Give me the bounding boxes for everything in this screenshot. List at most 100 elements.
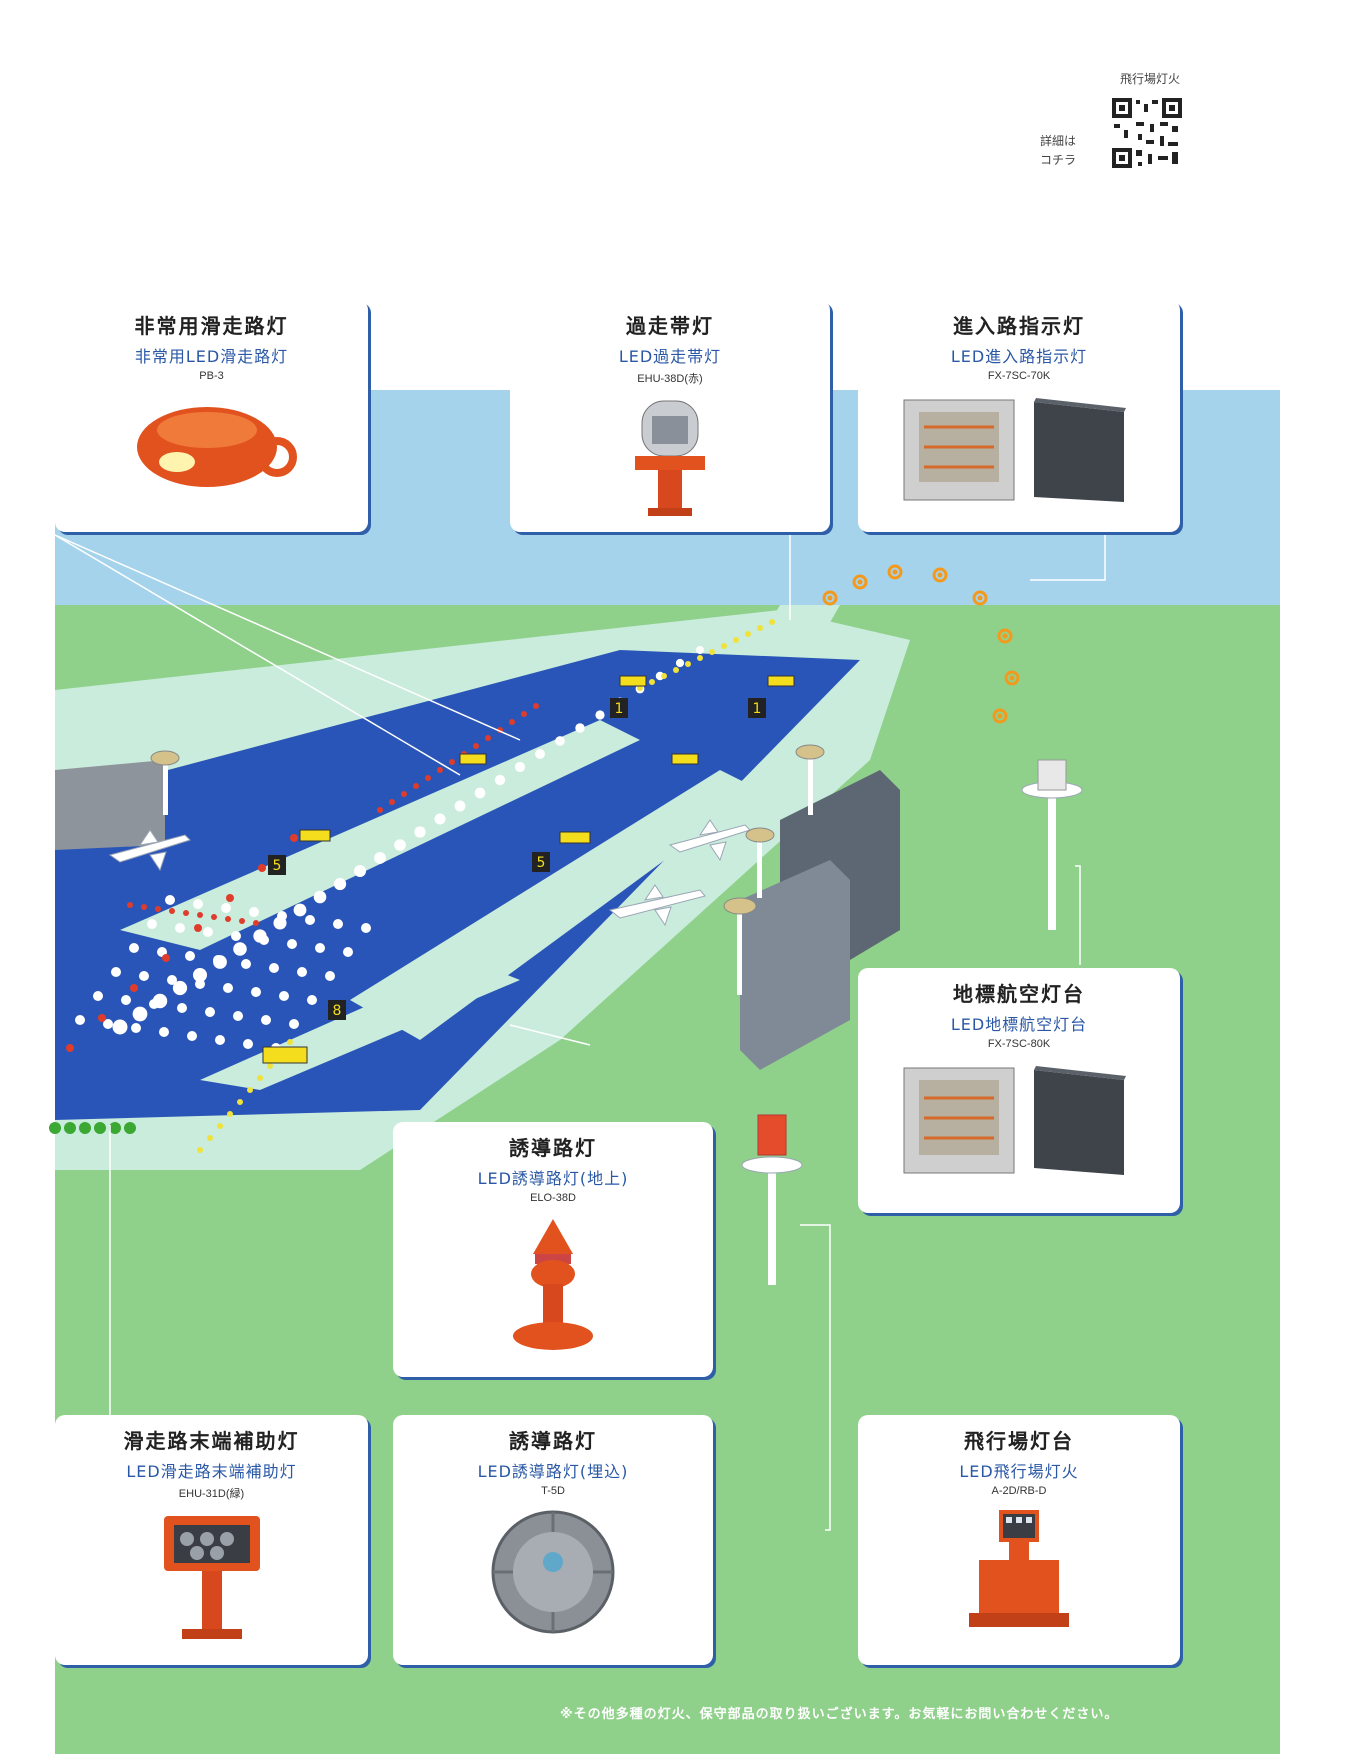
card-emergency-runway[interactable]: 非常用滑走路灯 非常用LED滑走路灯 PB-3: [55, 300, 368, 532]
sign-board: [610, 698, 628, 718]
runway-light-dot: [223, 983, 233, 993]
card-title: 誘導路灯: [509, 1429, 597, 1453]
card-overrun[interactable]: 過走帯灯 LED過走帯灯 EHU-38D(赤): [510, 300, 830, 532]
sign-board: [532, 852, 550, 872]
runway-light-dot: [64, 1122, 76, 1134]
card-subtitle: LED滑走路末端補助灯: [126, 1462, 297, 1481]
card-subtitle: LED誘導路灯(埋込): [477, 1462, 629, 1481]
runway-light-dot: [733, 637, 739, 643]
runway-light-dot: [221, 903, 231, 913]
runway-light-dot: [243, 1039, 253, 1049]
runway-light-dot: [215, 1035, 225, 1045]
runway-extension: [760, 605, 840, 640]
card-runway-end[interactable]: 滑走路末端補助灯 LED滑走路末端補助灯 EHU-31D(緑): [55, 1415, 368, 1665]
qr-caption-line1: 詳細は: [1040, 134, 1077, 148]
runway-light-dot: [98, 1014, 106, 1022]
card-subtitle: LED進入路指示灯: [950, 347, 1088, 366]
sign-number: 1: [615, 701, 624, 717]
terminal-buildings: [55, 760, 900, 1070]
approach-light-marker: [992, 708, 1008, 724]
runway-light-dot: [293, 903, 307, 917]
runway-light-dot: [127, 902, 133, 908]
runway-light-dot: [241, 959, 251, 969]
runway-light-dot: [172, 980, 188, 996]
qr-code-icon[interactable]: [1110, 96, 1184, 170]
runway-light-dot: [305, 915, 315, 925]
runway-light-dot: [485, 735, 491, 741]
runway-light-dot: [287, 1039, 293, 1045]
runway-light-dot: [535, 749, 545, 759]
runway-light-dot: [226, 894, 234, 902]
runway-light-dot: [167, 975, 177, 985]
runway-light-dot: [267, 1063, 273, 1069]
card-title: 滑走路末端補助灯: [123, 1429, 300, 1453]
runway-light-dot: [193, 968, 207, 982]
emergency-runway-light-icon: [136, 407, 297, 487]
runway-light-dot: [121, 995, 131, 1005]
runway-light-dot: [555, 736, 565, 746]
runway-light-dot: [279, 991, 289, 1001]
qr-caption-line2: コチラ: [1040, 153, 1077, 167]
runway-light-dot: [361, 923, 371, 933]
runway-light-dot: [401, 791, 407, 797]
card-title: 飛行場灯台: [964, 1429, 1074, 1453]
qr-caption: 詳細は コチラ: [1040, 132, 1076, 170]
runway-light-dot: [75, 1015, 85, 1025]
runway-light-dot: [697, 655, 703, 661]
runway-light-dot: [253, 920, 259, 926]
runway-light-dot: [353, 864, 367, 878]
runway-light-dot: [709, 649, 715, 655]
card-model: FX-7SC-70K: [987, 370, 1051, 382]
runway-light-dot: [197, 1147, 203, 1153]
runway-light-dot: [139, 971, 149, 981]
card-title: 誘導路灯: [509, 1136, 597, 1160]
runway-light-dot: [494, 774, 506, 786]
approach-light-center: [997, 713, 1003, 719]
runway-light-dot: [757, 625, 763, 631]
card-taxiway-elevated[interactable]: 誘導路灯 LED誘導路灯(地上) ELO-38D: [393, 1122, 713, 1377]
approach-light-center: [937, 572, 943, 578]
sign-number: 5: [537, 855, 546, 871]
card-aerodrome-beacon[interactable]: 飛行場灯台 LED飛行場灯火 A-2D/RB-D: [858, 1415, 1180, 1665]
runway-light-dot: [394, 839, 406, 851]
runway-light-dot: [696, 646, 704, 654]
runway-light-dot: [474, 787, 486, 799]
runway-light-dot: [49, 1122, 61, 1134]
runway-light-dot: [287, 939, 297, 949]
runway-light-dot: [131, 1023, 141, 1033]
runway-light-dot: [315, 943, 325, 953]
runway-light-dot: [769, 619, 775, 625]
approach-light-marker: [852, 574, 868, 590]
approach-light-marker: [1004, 670, 1020, 686]
card-subtitle: LED過走帯灯: [618, 347, 722, 366]
runway-light-dot: [261, 1015, 271, 1025]
runway-light-dot: [307, 995, 317, 1005]
runway-light-dot: [205, 1007, 215, 1017]
card-approach-indicator[interactable]: 進入路指示灯 LED進入路指示灯 FX-7SC-70K: [858, 300, 1180, 532]
runway-light-dot: [112, 1019, 128, 1035]
runway-light-dot: [389, 799, 395, 805]
approach-light-center: [1002, 633, 1008, 639]
card-landmark-beacon[interactable]: 地標航空灯台 LED地標航空灯台 FX-7SC-80K: [858, 968, 1180, 1213]
runway-light-dot: [231, 931, 241, 941]
runway-light-dot: [509, 719, 515, 725]
runway-end-light-icon: [163, 1516, 260, 1639]
card-subtitle: 非常用LED滑走路灯: [134, 347, 289, 366]
card-model: FX-7SC-80K: [987, 1038, 1051, 1050]
card-subtitle: LED誘導路灯(地上): [477, 1169, 629, 1188]
runway-light-dot: [257, 1075, 263, 1081]
qr-label: 飛行場灯火: [1119, 72, 1180, 86]
runway-light-dot: [289, 1019, 299, 1029]
sign-number: 8: [333, 1003, 342, 1019]
runway-light-dot: [227, 1111, 233, 1117]
qr-block: 飛行場灯火 詳細は コチラ: [1040, 70, 1184, 180]
airplanes: [108, 819, 751, 927]
runway-light-dot: [217, 1123, 223, 1129]
card-taxiway-inset[interactable]: 誘導路灯 LED誘導路灯(埋込) T-5D: [393, 1415, 713, 1665]
approach-light-center: [1009, 675, 1015, 681]
taxiway-signs: [262, 675, 795, 1064]
runway-light-dot: [661, 673, 667, 679]
sign-number: 5: [273, 858, 282, 874]
footnote: ※その他多種の灯火、保守部品の取り扱いございます。お気軽にお問い合わせください。: [560, 1707, 1119, 1722]
runway-light-dot: [162, 954, 170, 962]
